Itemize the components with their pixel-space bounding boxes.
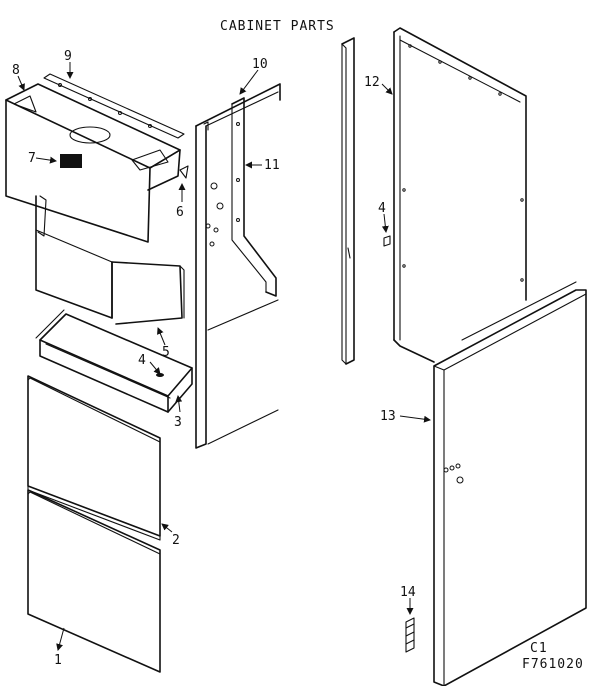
callout-8: 8 [12,63,20,78]
part-center-post [341,37,355,365]
callout-3: 3 [174,415,182,430]
callout-2: 2 [172,533,180,548]
part-vertical-channel [231,97,277,297]
callout-12: 12 [364,75,380,90]
part-right-side-panel [433,281,587,687]
callout-13: 13 [380,409,396,424]
part-shelf-tray [35,309,193,413]
part-lower-door [27,489,161,673]
figure-code: C1 [530,641,548,656]
callout-10: 10 [252,57,268,72]
part-clip [405,617,415,653]
callout-4-rear: 4 [378,201,386,216]
callout-6: 6 [176,205,184,220]
part-left-side-panel [195,83,281,449]
leader-lines [17,62,431,651]
part-top-housing [5,73,189,243]
callout-4-shelf: 4 [138,353,146,368]
part-rear-panel [383,27,527,363]
figure-number: F761020 [522,657,584,672]
callout-14: 14 [400,585,416,600]
callout-1: 1 [54,653,62,668]
callout-11: 11 [264,158,280,173]
diagram-title: CABINET PARTS [220,19,335,34]
callout-7: 7 [28,151,36,166]
callout-5: 5 [162,345,170,360]
part-upper-door [27,375,161,541]
callout-labels: 1 2 3 4 5 6 7 8 9 10 11 12 4 13 14 [12,49,416,668]
callout-9: 9 [64,49,72,64]
part-filter-panel [35,195,185,325]
